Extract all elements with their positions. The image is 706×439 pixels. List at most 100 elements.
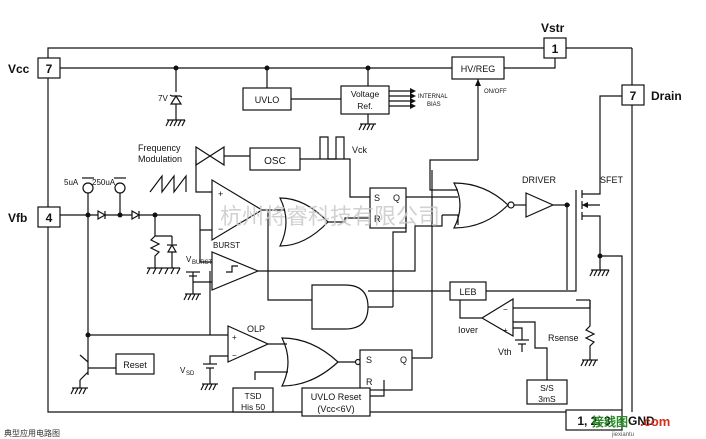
ground-symbol xyxy=(200,383,218,391)
current-source-5ua xyxy=(82,177,94,215)
vck-label: Vck xyxy=(352,145,368,155)
vsd-sub: SD xyxy=(186,371,195,377)
burst-label: BURST xyxy=(213,241,240,250)
vstr-to-hvreg xyxy=(504,58,556,69)
sfet-transistor xyxy=(575,95,622,256)
pin-gnd-name: GND xyxy=(628,414,655,428)
logo-text: 接线图 xyxy=(592,414,628,429)
iover-plus: + xyxy=(503,326,508,335)
or-gate-mid xyxy=(279,197,329,247)
reset-block xyxy=(115,353,155,375)
olp-minus: − xyxy=(232,351,237,360)
leb-block-label: LEB xyxy=(459,287,476,297)
osc-block-label: OSC xyxy=(264,156,286,167)
pwm-plus: + xyxy=(218,189,223,199)
sfet-label: SFET xyxy=(600,175,624,185)
flip-flop-top xyxy=(369,187,407,229)
inverter-bubble xyxy=(507,201,515,209)
flip-flop-bottom xyxy=(359,349,413,391)
vfb-resistor xyxy=(149,235,161,268)
ff-bot-q: Q xyxy=(400,355,407,365)
freq-mod-line2: Modulation xyxy=(138,154,182,164)
vfb-zener xyxy=(166,243,178,253)
vsd-v: V xyxy=(180,366,186,375)
soft-start-line2: 3mS xyxy=(538,394,556,404)
pin-gnd-number: 1, 2, 3 xyxy=(577,414,611,428)
logo-domain: .com xyxy=(640,414,670,429)
internal-label: INTERNAL xyxy=(418,94,448,100)
i250ua-label: 250uA xyxy=(92,178,116,187)
clock-pulse-waveform xyxy=(319,136,345,160)
voltage-ref-line2: Ref. xyxy=(357,101,373,111)
pin-vstr-number: 1 xyxy=(552,42,559,56)
pin-vcc: 7 Vcc xyxy=(8,57,61,79)
iover-label: Iover xyxy=(458,325,478,335)
and-gate-driver xyxy=(452,182,509,229)
ground-symbol xyxy=(165,119,186,127)
diode-vfb-2 xyxy=(131,209,141,221)
ground-symbol xyxy=(146,267,181,275)
pwm-minus: − xyxy=(218,224,223,234)
sawtooth-to-comparator xyxy=(195,160,212,193)
pin-vstr-name: Vstr xyxy=(541,21,565,35)
uvlo-block-label: UVLO xyxy=(255,95,280,105)
olp-label: OLP xyxy=(247,324,265,334)
tsd-line2: His 50 xyxy=(241,402,265,412)
rsense-resistor xyxy=(584,300,596,360)
pin-vfb: 4 Vfb xyxy=(8,206,61,228)
pin-gnd: 1, 2, 3 GND xyxy=(565,409,655,431)
zener-7v-label: 7V xyxy=(158,94,168,103)
pin-vcc-name: Vcc xyxy=(8,62,30,76)
vburst-v: V xyxy=(186,255,192,264)
and-gate-leb xyxy=(311,284,369,330)
zener-7v: 7V xyxy=(158,68,183,120)
reset-block-label: Reset xyxy=(123,360,147,370)
vburst-sub: BURST xyxy=(192,260,213,266)
diode-vfb-1 xyxy=(97,209,107,221)
chip-border-bottom xyxy=(47,227,566,413)
pin-vstr: 1 Vstr xyxy=(541,21,567,59)
i5ua-label: 5uA xyxy=(64,178,79,187)
voltage-ref-line1: Voltage xyxy=(351,89,380,99)
olp-comparator xyxy=(227,325,270,363)
site-logo: 接线图 .com jiexiantu xyxy=(592,414,670,438)
pin-vfb-name: Vfb xyxy=(8,211,27,225)
logo-sub: jiexiantu xyxy=(611,432,634,438)
voltage-ref-block xyxy=(340,85,390,115)
sawtooth-waveform xyxy=(149,174,187,194)
or-to-ff-reset xyxy=(328,217,370,223)
ff-top-q: Q xyxy=(393,193,400,203)
ground-symbol xyxy=(580,359,598,367)
internal-bias-arrows xyxy=(389,88,416,109)
uvlo-reset-line2: (Vcc<6V) xyxy=(317,404,354,414)
leb-sense-wire xyxy=(486,220,577,292)
ground-symbol xyxy=(70,387,88,395)
driver-buffer xyxy=(525,192,555,218)
chip-border-top xyxy=(47,40,556,58)
ff-top-s: S xyxy=(374,193,380,203)
pin-drain-name: Drain xyxy=(651,89,682,103)
reset-transistor xyxy=(79,354,116,388)
iover-comparator xyxy=(480,297,514,338)
tsd-block xyxy=(232,387,274,413)
hvreg-block-label: HV/REG xyxy=(461,64,496,74)
soft-start-line1: S/S xyxy=(540,383,554,393)
watermark: 杭州将睿科技有限公司 xyxy=(220,205,440,230)
vth-label: Vth xyxy=(498,347,512,357)
driver-label: DRIVER xyxy=(522,175,557,185)
hysteresis-symbol xyxy=(226,265,238,273)
ground-symbol xyxy=(358,123,376,131)
ff-bot-r: R xyxy=(366,377,373,387)
ff-bot-s: S xyxy=(366,355,372,365)
current-source-250ua xyxy=(114,177,126,215)
pin-drain-number: 7 xyxy=(630,89,637,103)
pin-drain: 7 Drain xyxy=(621,84,682,106)
bias-label: BIAS xyxy=(427,102,441,108)
olp-plus: + xyxy=(232,333,237,342)
uvlo-reset-block xyxy=(301,387,371,417)
pwm-comparator xyxy=(211,178,264,242)
pin-vfb-number: 4 xyxy=(46,211,53,225)
onoff-arrow xyxy=(475,79,481,86)
